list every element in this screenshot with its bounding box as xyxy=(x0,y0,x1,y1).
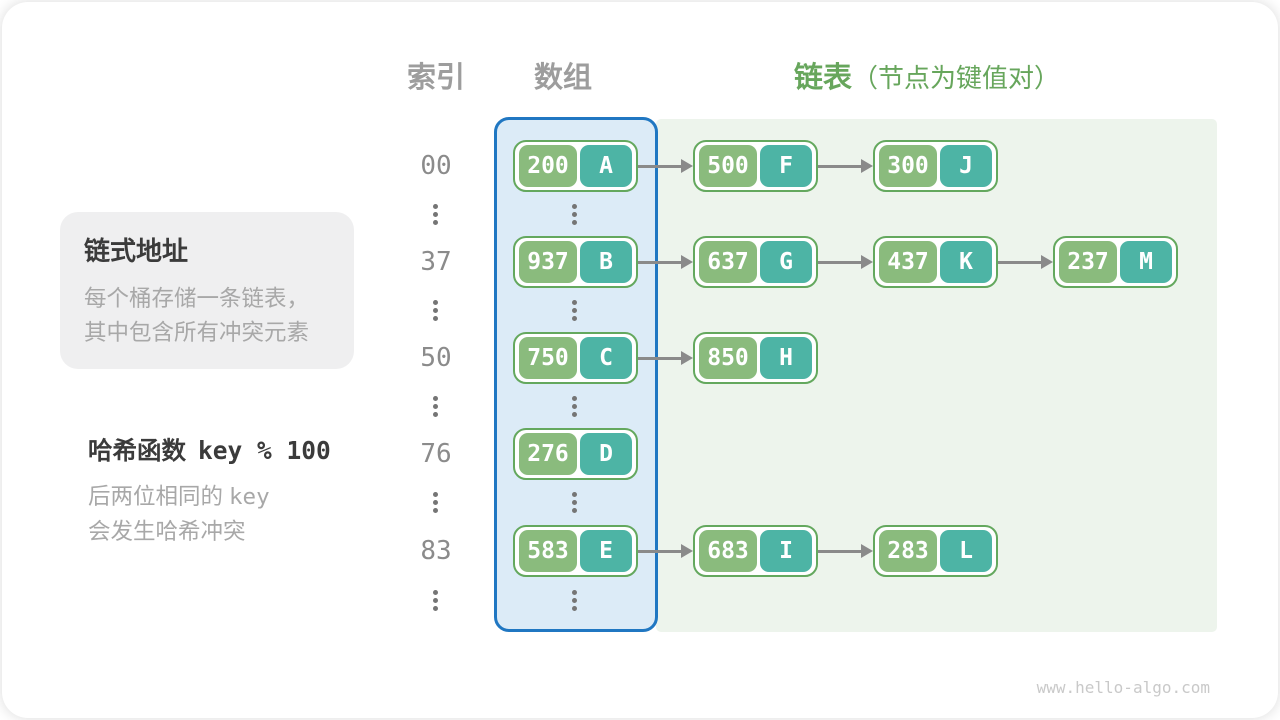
node-value: E xyxy=(580,530,632,572)
hash-note-line1-text: 后两位相同的 xyxy=(88,484,224,510)
arrow-icon xyxy=(998,236,1053,288)
node-key: 200 xyxy=(519,145,577,187)
list-header-note: （节点为键值对） xyxy=(852,64,1061,94)
node-value: L xyxy=(940,530,992,572)
index-label: 37 xyxy=(420,247,452,277)
vertical-ellipsis-icon xyxy=(433,492,438,513)
vertical-ellipsis-icon xyxy=(572,590,577,611)
arrow-icon xyxy=(818,525,873,577)
node-key: 283 xyxy=(879,530,937,572)
chaining-info-card: 链式地址 每个桶存储一条链表， 其中包含所有冲突元素 xyxy=(60,212,354,369)
hash-function-title: 哈希函数 key % 100 xyxy=(88,432,331,467)
info-card-title: 链式地址 xyxy=(84,237,189,267)
vertical-ellipsis-icon xyxy=(433,396,438,417)
list-header-label: 链表 xyxy=(794,60,853,94)
index-header-label: 索引 xyxy=(407,60,466,94)
hash-note-line: 会发生哈希冲突 xyxy=(88,519,246,545)
column-header-array: 数组 xyxy=(534,54,592,96)
node-value: G xyxy=(760,241,812,283)
index-label: 00 xyxy=(420,151,452,181)
index-label: 50 xyxy=(420,343,452,373)
node-key: 237 xyxy=(1059,241,1117,283)
kv-node: 283 L xyxy=(873,525,998,577)
vertical-ellipsis-icon xyxy=(433,204,438,225)
kv-node: 750 C xyxy=(513,332,638,384)
vertical-ellipsis-icon xyxy=(433,300,438,321)
bucket-row: 583 E 683 I 283 L xyxy=(513,525,998,577)
kv-node: 583 E xyxy=(513,525,638,577)
kv-node: 437 K xyxy=(873,236,998,288)
node-value: A xyxy=(580,145,632,187)
info-card-body: 每个桶存储一条链表， 其中包含所有冲突元素 xyxy=(84,282,330,350)
info-card-line: 每个桶存储一条链表， xyxy=(84,286,310,312)
node-value: I xyxy=(760,530,812,572)
node-value: B xyxy=(580,241,632,283)
kv-node: 850 H xyxy=(693,332,818,384)
arrow-icon xyxy=(638,236,693,288)
hash-function-formula: key % 100 xyxy=(198,436,331,465)
bucket-row: 276 D xyxy=(513,428,638,480)
node-key: 300 xyxy=(879,145,937,187)
column-header-index: 索引 xyxy=(407,54,465,96)
kv-node: 276 D xyxy=(513,428,638,480)
index-label: 83 xyxy=(420,536,452,566)
info-card-line: 其中包含所有冲突元素 xyxy=(84,320,310,346)
vertical-ellipsis-icon xyxy=(572,204,577,225)
arrow-icon xyxy=(638,525,693,577)
kv-node: 683 I xyxy=(693,525,818,577)
node-value: C xyxy=(580,337,632,379)
bucket-row: 750 C 850 H xyxy=(513,332,818,384)
node-value: J xyxy=(940,145,992,187)
site-watermark: www.hello-algo.com xyxy=(1036,678,1210,697)
vertical-ellipsis-icon xyxy=(572,300,577,321)
vertical-ellipsis-icon xyxy=(572,492,577,513)
index-label: 76 xyxy=(420,439,452,469)
node-value: F xyxy=(760,145,812,187)
bucket-row: 937 B 637 G 437 K 237 M xyxy=(513,236,1178,288)
node-key: 750 xyxy=(519,337,577,379)
kv-node: 500 F xyxy=(693,140,818,192)
kv-node: 200 A xyxy=(513,140,638,192)
node-key: 937 xyxy=(519,241,577,283)
node-key: 500 xyxy=(699,145,757,187)
node-key: 683 xyxy=(699,530,757,572)
kv-node: 637 G xyxy=(693,236,818,288)
node-key: 276 xyxy=(519,433,577,475)
kv-node: 237 M xyxy=(1053,236,1178,288)
vertical-ellipsis-icon xyxy=(572,396,577,417)
node-value: H xyxy=(760,337,812,379)
node-key: 637 xyxy=(699,241,757,283)
column-header-list: 链表 （节点为键值对） xyxy=(794,54,1060,96)
arrow-icon xyxy=(818,140,873,192)
node-key: 583 xyxy=(519,530,577,572)
arrow-icon xyxy=(638,332,693,384)
array-header-label: 数组 xyxy=(534,60,593,94)
node-value: M xyxy=(1120,241,1172,283)
node-key: 850 xyxy=(699,337,757,379)
kv-node: 300 J xyxy=(873,140,998,192)
hash-note-line1-code: key xyxy=(229,484,270,510)
hash-function-title-cn: 哈希函数 xyxy=(88,436,186,465)
node-value: D xyxy=(580,433,632,475)
node-value: K xyxy=(940,241,992,283)
node-key: 437 xyxy=(879,241,937,283)
kv-node: 937 B xyxy=(513,236,638,288)
bucket-row: 200 A 500 F 300 J xyxy=(513,140,998,192)
arrow-icon xyxy=(818,236,873,288)
vertical-ellipsis-icon xyxy=(433,590,438,611)
arrow-icon xyxy=(638,140,693,192)
